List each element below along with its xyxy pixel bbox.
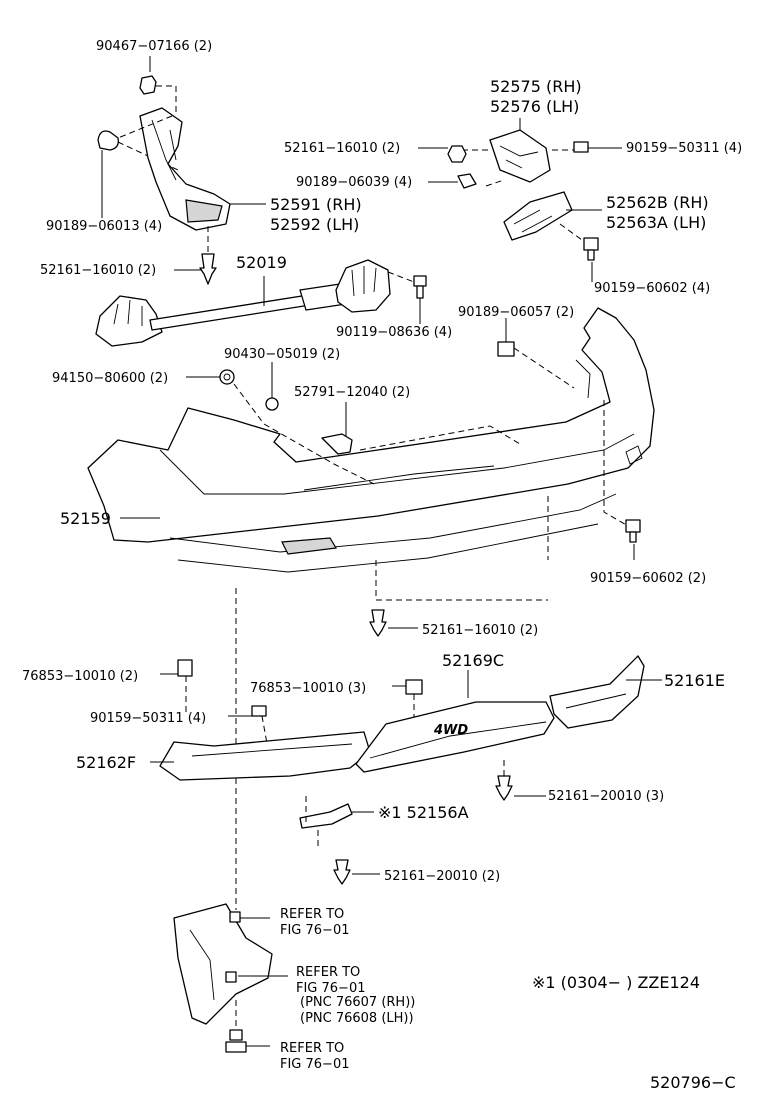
bracket-52591 xyxy=(139,107,266,254)
nut-94150 xyxy=(186,369,235,385)
label-52161-16010-c: 52161−16010 (2) xyxy=(422,623,538,638)
bumper-cover-52159 xyxy=(87,307,655,573)
label-90159-50311-b: 90159−50311 (4) xyxy=(90,711,206,726)
label-90189-06057: 90189−06057 (2) xyxy=(458,305,574,320)
label-52563a-lh: 52563A (LH) xyxy=(606,213,706,232)
clip-52161-a xyxy=(418,145,467,163)
emblem-text: 4WD xyxy=(433,723,468,738)
garnish-52161e xyxy=(549,655,662,729)
clip-52161-b xyxy=(174,253,217,285)
label-refer-3-line1: REFER TO xyxy=(280,1041,344,1056)
bracket-52156a xyxy=(299,796,374,850)
screw-90159-60602-b xyxy=(625,519,641,560)
bolt-90119 xyxy=(387,271,427,324)
label-76853-10010-a: 76853−10010 (2) xyxy=(22,669,138,684)
label-figure-number: 520796−C xyxy=(650,1073,736,1092)
mudguard xyxy=(173,903,288,1026)
clip-76853-a xyxy=(160,659,193,716)
label-52161-20010-a: 52161−20010 (3) xyxy=(548,789,664,804)
label-90159-60602-b: 90159−60602 (2) xyxy=(590,571,706,586)
label-52576-lh: 52576 (LH) xyxy=(490,97,579,116)
screw-90159-50311-b xyxy=(228,705,271,761)
label-52591-rh: 52591 (RH) xyxy=(270,195,362,214)
clip-52161-c xyxy=(369,609,418,637)
label-52562b-rh: 52562B (RH) xyxy=(606,193,709,212)
label-52169c: 52169C xyxy=(442,651,504,670)
label-90189-06039: 90189−06039 (4) xyxy=(296,175,412,190)
label-refer-2-line4: (PNC 76608 (LH)) xyxy=(300,1011,414,1026)
label-90467-07166: 90467−07166 (2) xyxy=(96,39,212,54)
label-52019: 52019 xyxy=(236,253,287,272)
bracket-52575 xyxy=(462,118,574,187)
label-90189-06013: 90189−06013 (4) xyxy=(46,219,162,234)
clip-90189-06057 xyxy=(497,318,575,389)
label-refer-2-line2: FIG 76−01 xyxy=(296,981,366,996)
screw-90159-50311-a xyxy=(573,141,622,153)
label-refer-1-line1: REFER TO xyxy=(280,907,344,922)
cover-52169c: 4WD xyxy=(355,670,555,773)
clip-90467 xyxy=(139,56,177,116)
label-52156a: ※1 52156A xyxy=(378,803,469,822)
label-52791-12040: 52791−12040 (2) xyxy=(294,385,410,400)
label-90159-50311-a: 90159−50311 (4) xyxy=(626,141,742,156)
label-52161-20010-b: 52161−20010 (2) xyxy=(384,869,500,884)
label-footnote: ※1 (0304− ) ZZE124 xyxy=(532,973,700,992)
label-52162f: 52162F xyxy=(76,753,136,772)
label-52575-rh: 52575 (RH) xyxy=(490,77,582,96)
label-52592-lh: 52592 (LH) xyxy=(270,215,359,234)
label-94150-80600: 94150−80600 (2) xyxy=(52,371,168,386)
clip-52161-20010-b xyxy=(333,859,380,885)
label-76853-10010-b: 76853−10010 (3) xyxy=(250,681,366,696)
screw-90159-60602-a xyxy=(583,237,599,282)
label-refer-2-line3: (PNC 76607 (RH)) xyxy=(300,995,415,1010)
reinforcement-52019 xyxy=(95,259,391,347)
garnish-52162f xyxy=(150,731,371,781)
washer-90430 xyxy=(265,362,279,411)
bolt-52791 xyxy=(321,402,353,455)
screw-mudguard xyxy=(225,1029,270,1053)
label-refer-2-line1: REFER TO xyxy=(296,965,360,980)
label-90119-08636: 90119−08636 (4) xyxy=(336,325,452,340)
label-52161-16010-b: 52161−16010 (2) xyxy=(40,263,156,278)
label-90430-05019: 90430−05019 (2) xyxy=(224,347,340,362)
label-90159-60602-a: 90159−60602 (4) xyxy=(594,281,710,296)
label-52159: 52159 xyxy=(60,509,111,528)
label-52161-16010-a: 52161−16010 (2) xyxy=(284,141,400,156)
label-52161e: 52161E xyxy=(664,671,725,690)
clip-52161-20010-a xyxy=(495,760,546,801)
clip-90189-06039 xyxy=(428,173,477,189)
bracket-52562 xyxy=(503,191,602,241)
label-refer-1-line2: FIG 76−01 xyxy=(280,923,350,938)
label-refer-3-line2: FIG 76−01 xyxy=(280,1057,350,1072)
